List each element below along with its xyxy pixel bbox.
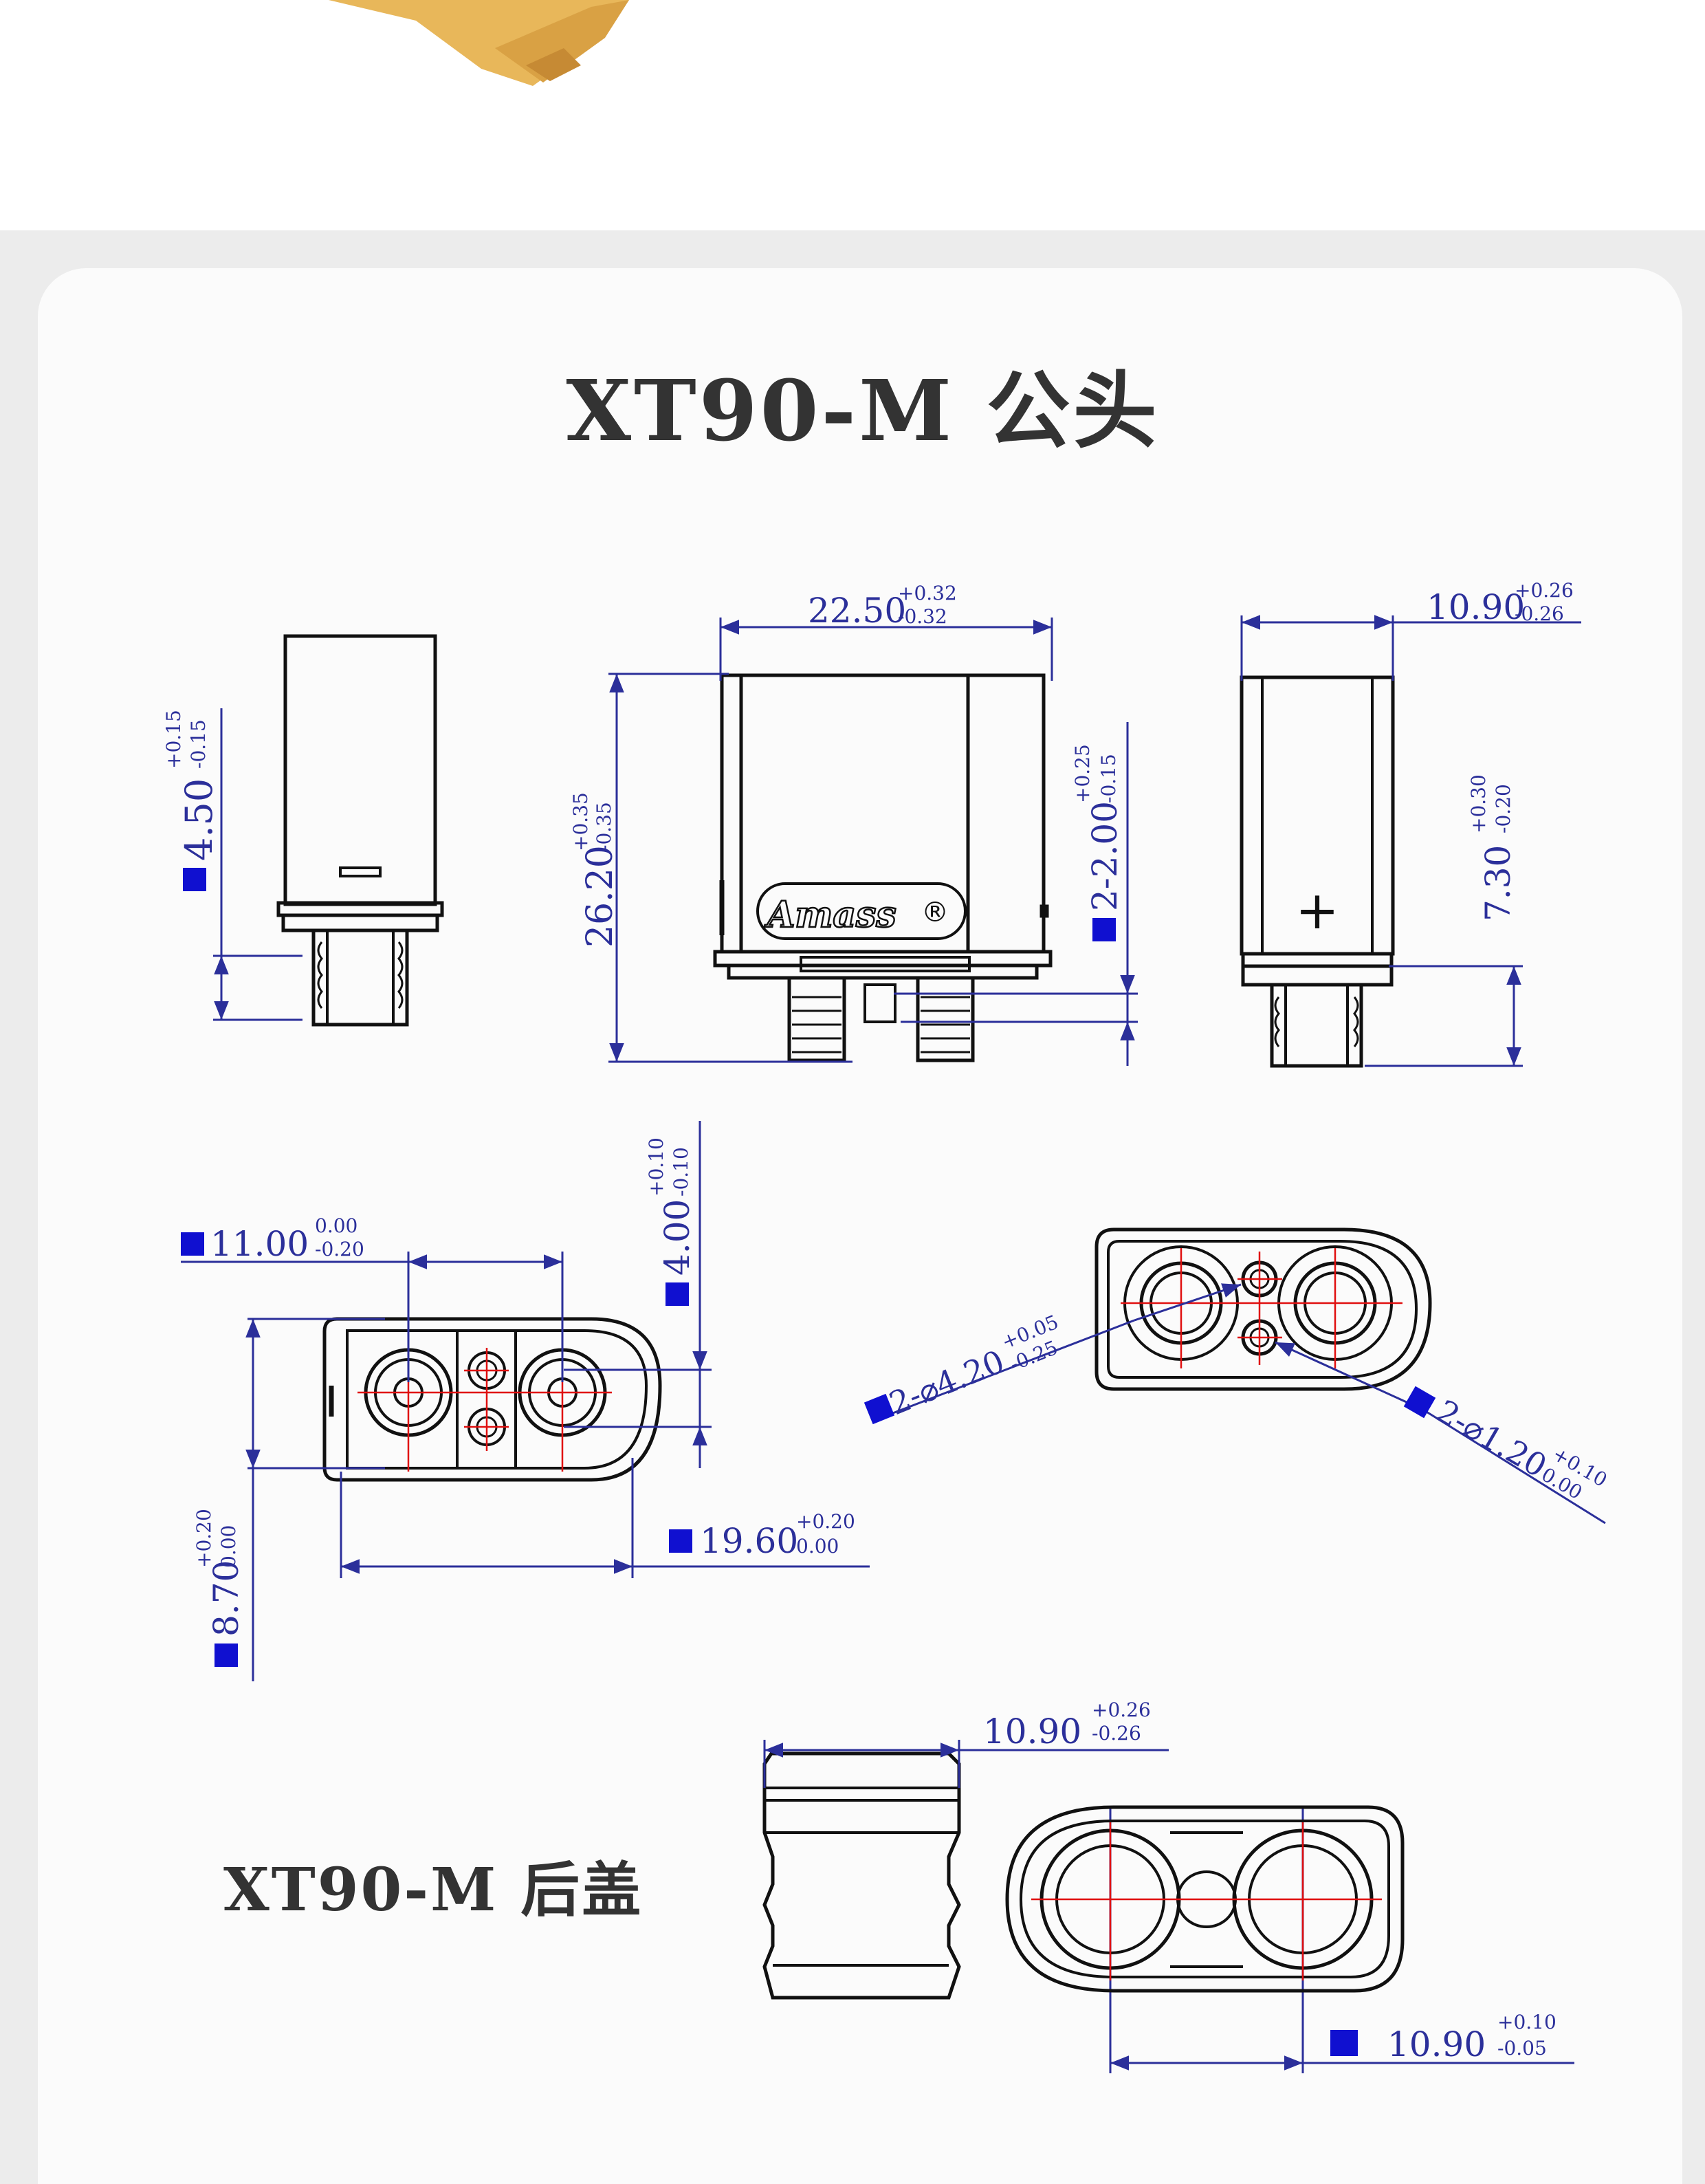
right-side-view	[1240, 675, 1395, 1068]
dim-value: 8.70	[206, 1560, 246, 1637]
registered-mark: ®	[921, 897, 949, 928]
dim-upper: +0.25	[1071, 744, 1094, 803]
dimension-marker	[669, 1529, 692, 1553]
dim-lower: -0.15	[187, 719, 210, 769]
dim-upper: +0.15	[162, 710, 185, 769]
dim-side-right-height: 7.30 +0.30 -0.20	[1467, 774, 1518, 921]
dim-side-right-width: 10.90 +0.26 -0.26	[1427, 579, 1574, 627]
dimension-marker	[1092, 918, 1116, 941]
dim-value: 11.00	[210, 1224, 309, 1264]
dim-value: 2-2.00	[1085, 801, 1125, 911]
dim-value: 10.90	[1387, 2024, 1486, 2064]
dimension-marker	[864, 1393, 895, 1425]
rear-cover-centerlines	[1031, 1822, 1382, 1980]
dimension-marker	[1330, 2030, 1358, 2056]
dimension-marker	[666, 1282, 689, 1306]
front-dimensions	[608, 618, 1138, 1066]
dim-upper: +0.32	[898, 582, 957, 604]
dim-lower: -0.20	[315, 1238, 364, 1260]
dim-lower: -0.35	[593, 802, 615, 851]
dim-front-width: 22.50 +0.32 -0.32	[808, 582, 957, 631]
dim-value: 2-⌀4.20	[884, 1343, 1009, 1423]
dim-value: 22.50	[808, 591, 906, 631]
left-side-dimension	[213, 708, 302, 1021]
dim-value: 26.20	[580, 845, 621, 948]
dim-upper: +0.26	[1515, 579, 1574, 602]
dimension-marker	[1403, 1386, 1436, 1419]
dim-bottom-length: 19.60 +0.20 0.00	[669, 1510, 855, 1561]
dim-lower: -0.26	[1092, 1722, 1141, 1745]
dim-upper: +0.20	[192, 1509, 215, 1568]
dim-lower: 0.00	[217, 1525, 240, 1568]
brand-logo: Amass	[764, 894, 896, 936]
dimension-marker	[183, 868, 206, 891]
face-view-centerlines	[1121, 1248, 1402, 1368]
dimension-marker	[214, 1644, 238, 1667]
dim-bottom-pin-spacing: 11.00 0.00 -0.20	[181, 1214, 364, 1264]
main-title: XT90-M 公头	[566, 361, 1159, 460]
dim-lower: -0.20	[1492, 784, 1515, 833]
dim-hole-large: 2-⌀4.20 +0.05 -0.25	[864, 1311, 1062, 1425]
dim-lower: -0.10	[670, 1147, 692, 1197]
dim-cover-width: 10.90 +0.26 -0.26	[983, 1699, 1151, 1751]
top-product-photo-strip	[0, 0, 1705, 230]
dim-front-pin: 2-2.00 +0.25 -0.15	[1071, 744, 1125, 941]
polarity-plus-icon: +	[1295, 880, 1339, 941]
face-view	[1094, 1227, 1432, 1391]
face-view-leaders	[872, 1283, 1606, 1525]
dim-bottom-depth: 4.00 +0.10 -0.10	[645, 1137, 697, 1306]
dimension-marker	[181, 1232, 204, 1256]
dim-upper: 0.00	[315, 1214, 358, 1237]
spec-card	[38, 268, 1682, 2184]
dim-bottom-height: 8.70 +0.20 0.00	[192, 1509, 246, 1667]
dim-upper: +0.20	[796, 1510, 855, 1533]
product-photo	[329, 0, 629, 86]
rear-cover-side-view	[762, 1751, 961, 2000]
dim-value: 7.30	[1478, 845, 1518, 921]
bottom-view-dimensions	[181, 1121, 870, 1681]
dim-lower: -0.15	[1097, 754, 1120, 803]
dim-value: 4.50	[177, 778, 221, 861]
dim-hole-small: 2-⌀1.20 +0.10 0.00	[1403, 1386, 1611, 1504]
left-side-view	[276, 634, 444, 1027]
dim-value: 10.90	[983, 1712, 1081, 1751]
dim-value: 19.60	[700, 1521, 798, 1561]
rear-cover-dimensions	[763, 1740, 1574, 2073]
dim-lower: 0.00	[796, 1535, 839, 1558]
dim-upper: +0.26	[1092, 1699, 1151, 1721]
dim-upper: +0.35	[569, 792, 592, 851]
dim-upper: +0.10	[1497, 2011, 1556, 2033]
dim-value: 10.90	[1427, 587, 1525, 627]
dim-upper: +0.10	[645, 1137, 668, 1197]
dim-cover-spacing: 10.90 +0.10 -0.05	[1330, 2011, 1556, 2064]
bottom-view	[322, 1317, 662, 1482]
dim-lower: -0.26	[1515, 602, 1564, 625]
right-side-dimensions	[1240, 615, 1581, 1067]
front-view	[713, 673, 1053, 1062]
dim-side-left-height: 4.50 +0.15 -0.15	[162, 710, 221, 891]
dim-upper: +0.30	[1467, 774, 1490, 833]
dim-front-height: 26.20 +0.35 -0.35	[569, 792, 621, 948]
dim-value: 4.00	[657, 1199, 697, 1276]
dim-lower: -0.32	[898, 605, 947, 628]
dim-value: 2-⌀1.20	[1431, 1393, 1554, 1485]
dim-lower: -0.05	[1497, 2037, 1547, 2060]
rear-cover-title: XT90-M 后盖	[223, 1855, 643, 1925]
